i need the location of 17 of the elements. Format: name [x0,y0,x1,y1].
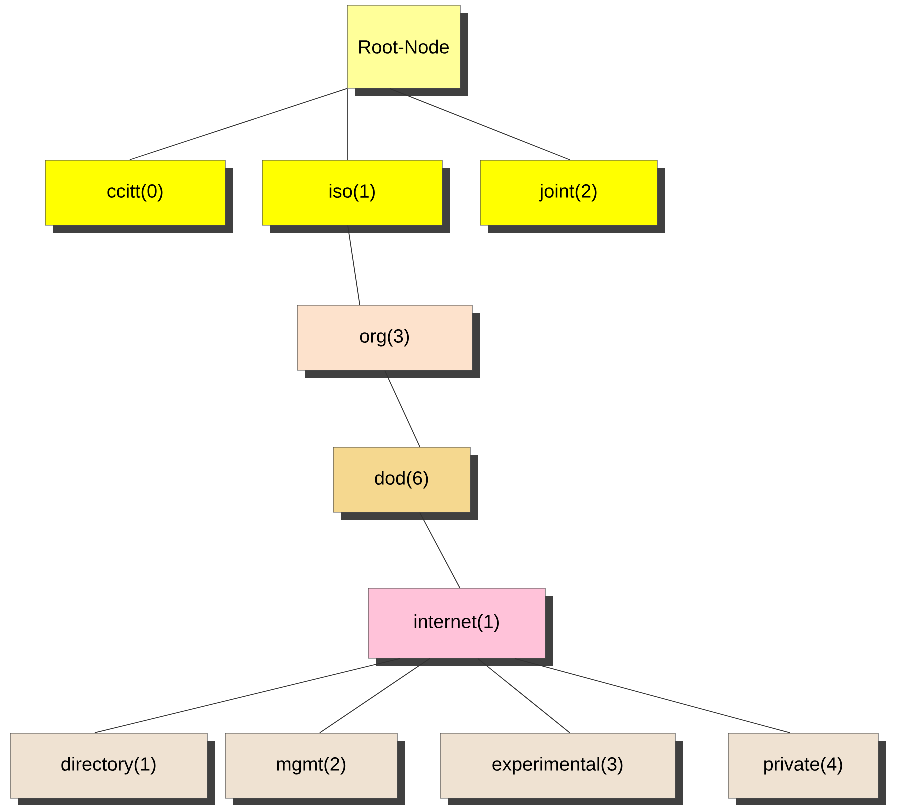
tree-node-box: private(4) [728,733,886,805]
tree-node-box: dod(6) [333,447,478,520]
tree-node-box: experimental(3) [440,733,683,805]
tree-node-box: ccitt(0) [45,160,233,233]
tree-node-box: internet(1) [368,588,553,666]
connector-line [420,512,460,588]
tree-node-box: joint(2) [480,160,665,233]
tree-node-box: directory(1) [10,733,215,805]
tree-node-box: org(3) [297,305,480,378]
connector-line [130,88,348,160]
tree-node-box: Root-Node [347,5,468,96]
connector-line [478,658,570,734]
connector-line [384,370,420,448]
connector-line [94,658,400,734]
tree-node-box: iso(1) [262,160,450,233]
tree-node-box: mgmt(2) [225,733,405,805]
connector-line [348,225,360,306]
